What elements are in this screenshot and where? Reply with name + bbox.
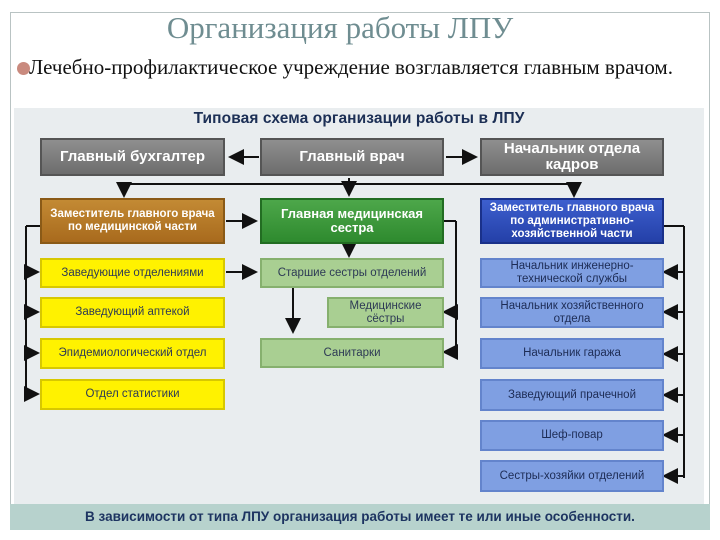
right-item-garage-head: Начальник гаража (480, 338, 664, 369)
bullet-marker (17, 62, 30, 75)
middle-item-nurses: Медицинские сёстры (327, 297, 444, 328)
org-scheme: Типовая схема организации работы в ЛПУ Г… (14, 108, 704, 504)
right-item-household-head: Начальник хозяйственного отдела (480, 297, 664, 328)
slide-title: Организация работы ЛПУ (166, 10, 514, 45)
right-item-laundry-head: Заведующий прачечной (480, 379, 664, 411)
deputy-medical-box: Заместитель главного врача по медицинско… (40, 198, 225, 244)
left-item-epidemiology: Эпидемиологический отдел (40, 338, 225, 369)
left-item-statistics: Отдел статистики (40, 379, 225, 410)
connector-lines (24, 149, 685, 484)
footer-note: В зависимости от типа ЛПУ организация ра… (10, 504, 710, 530)
deputy-admin-box: Заместитель главного врача по администра… (480, 198, 664, 244)
head-nurse-box: Главная медицинская сестра (260, 198, 444, 244)
hr-head-box: Начальник отдела кадров (480, 138, 664, 176)
chief-doctor-box: Главный врач (260, 138, 444, 176)
scheme-title: Типовая схема организации работы в ЛПУ (193, 110, 525, 127)
bullet-text: Лечебно-профилактическое учреждение возг… (29, 55, 673, 79)
right-item-engineering-head: Начальник инженерно-технической службы (480, 258, 664, 288)
middle-item-senior-nurses: Старшие сестры отделений (260, 258, 444, 288)
left-item-pharmacy-head: Заведующий аптекой (40, 297, 225, 328)
right-item-housekeepers: Сестры-хозяйки отделений (480, 460, 664, 492)
left-item-department-heads: Заведующие отделениями (40, 258, 225, 288)
middle-item-orderlies: Санитарки (260, 338, 444, 368)
chief-accountant-box: Главный бухгалтер (40, 138, 225, 176)
right-item-chef: Шеф-повар (480, 420, 664, 451)
